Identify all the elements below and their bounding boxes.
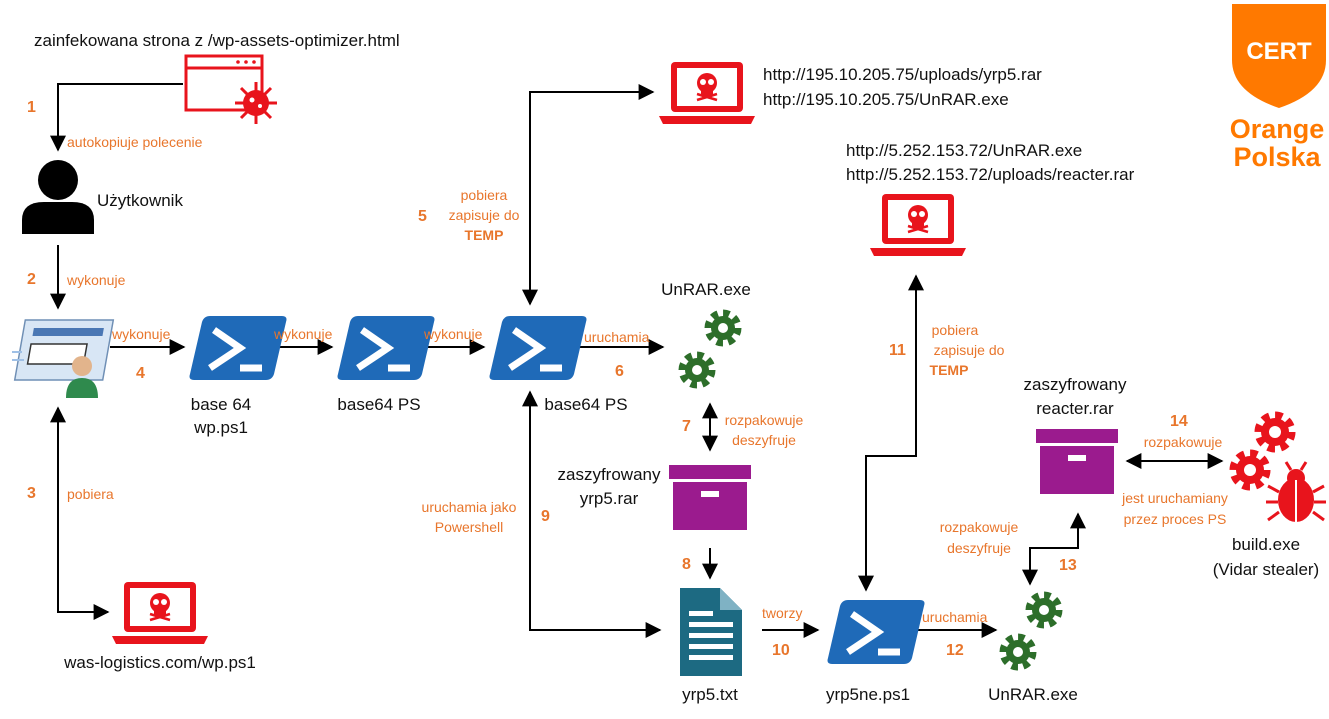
label-zaszyfrowany-2: zaszyfrowany bbox=[1024, 375, 1127, 394]
malicious-laptop-icon-yrp5 bbox=[657, 60, 757, 126]
label-build-exe: build.exe bbox=[1232, 535, 1300, 554]
archive-box-icon-yrp5 bbox=[669, 465, 751, 530]
action-wykonuje-1: wykonuje bbox=[66, 272, 126, 288]
run-dialog-icon bbox=[12, 319, 115, 398]
label-unrar-bottom: UnRAR.exe bbox=[988, 685, 1078, 704]
arrow-download-wp bbox=[50, 406, 110, 620]
label-yrp5-rar: yrp5.rar bbox=[580, 489, 639, 508]
step-numbers: 1 2 3 4 5 6 7 8 9 10 11 12 13 14 bbox=[27, 99, 1188, 659]
malicious-laptop-icon-wp bbox=[110, 580, 210, 646]
step-13: 13 bbox=[1059, 557, 1077, 574]
label-yrp5ne: yrp5ne.ps1 bbox=[826, 685, 910, 704]
cert-badge-text: CERT bbox=[1246, 38, 1312, 65]
label-url-unrar-2: http://5.252.153.72/UnRAR.exe bbox=[846, 141, 1082, 160]
action-tworzy: tworzy bbox=[762, 605, 802, 621]
step-5: 5 bbox=[418, 208, 427, 225]
action-zapisuje-11: zapisuje do bbox=[934, 342, 1005, 358]
malware-bug-icon bbox=[1266, 461, 1326, 522]
label-base64-wp-l1: base 64 bbox=[191, 395, 252, 414]
action-temp-5: TEMP bbox=[465, 227, 504, 243]
label-url-unrar-1: http://195.10.205.75/UnRAR.exe bbox=[763, 90, 1009, 109]
step-7: 7 bbox=[682, 418, 691, 435]
action-wykonuje-4: wykonuje bbox=[423, 326, 483, 342]
action-uruchamia-6: uruchamia bbox=[584, 329, 650, 345]
label-url-yrp5-rar: http://195.10.205.75/uploads/yrp5.rar bbox=[763, 65, 1042, 84]
action-pobiera-11: pobiera bbox=[932, 322, 979, 338]
step-3: 3 bbox=[27, 485, 36, 502]
step-6: 6 bbox=[615, 363, 624, 380]
powershell-icon-4 bbox=[828, 600, 925, 664]
infected-browser-icon bbox=[184, 54, 277, 124]
label-was-logistics: was-logistics.com/wp.ps1 bbox=[63, 653, 256, 672]
malware-gears-icon bbox=[1234, 416, 1291, 486]
action-labels: autokopiuje polecenie wykonuje pobiera w… bbox=[66, 134, 1228, 625]
label-reacter-rar: reacter.rar bbox=[1036, 399, 1114, 418]
action-jest-uruchamiany: jest uruchamiany bbox=[1121, 490, 1228, 506]
action-rozpakowuje-14: rozpakowuje bbox=[1144, 434, 1223, 450]
action-powershell: Powershell bbox=[435, 519, 503, 535]
arrow-autocopy bbox=[50, 83, 183, 152]
powershell-icon-1 bbox=[190, 316, 287, 380]
action-rozpakowuje-7: rozpakowuje bbox=[725, 412, 804, 428]
action-pobiera-1: pobiera bbox=[67, 486, 114, 502]
cert-orange-logo: CERT Orange Polska bbox=[1230, 4, 1326, 172]
arrow-run-as-powershell bbox=[522, 390, 662, 638]
action-deszyfruje-7: deszyfruje bbox=[732, 432, 796, 448]
step-8: 8 bbox=[682, 556, 691, 573]
label-zaszyfrowany-1: zaszyfrowany bbox=[558, 465, 661, 484]
brand-line1: Orange bbox=[1230, 114, 1325, 144]
action-wykonuje-2: wykonuje bbox=[111, 326, 171, 342]
step-9: 9 bbox=[541, 508, 550, 525]
archive-box-icon-reacter bbox=[1036, 429, 1118, 494]
text-document-icon bbox=[680, 588, 742, 676]
arrow-unpack-reacter bbox=[1022, 512, 1086, 586]
arrow-download-reacter bbox=[858, 274, 924, 592]
label-yrp5-txt: yrp5.txt bbox=[682, 685, 738, 704]
label-user: Użytkownik bbox=[97, 191, 183, 210]
powershell-icon-2 bbox=[338, 316, 435, 380]
malicious-laptop-icon-reacter bbox=[868, 192, 968, 258]
action-autokopiuje: autokopiuje polecenie bbox=[67, 134, 203, 150]
label-url-reacter: http://5.252.153.72/uploads/reacter.rar bbox=[846, 165, 1135, 184]
step-12: 12 bbox=[946, 642, 964, 659]
node-labels: zainfekowana strona z /wp-assets-optimiz… bbox=[34, 31, 1319, 704]
user-silhouette-icon bbox=[22, 160, 94, 234]
label-base64ps-1: base64 PS bbox=[337, 395, 420, 414]
label-unrar-top: UnRAR.exe bbox=[661, 280, 751, 299]
step-4: 4 bbox=[136, 365, 145, 382]
arrow-download-yrp5 bbox=[522, 84, 655, 306]
action-pobiera-5: pobiera bbox=[461, 187, 508, 203]
action-deszyfruje-13: deszyfruje bbox=[947, 540, 1011, 556]
step-2: 2 bbox=[27, 271, 36, 288]
action-uruchamia-jako: uruchamia jako bbox=[422, 499, 517, 515]
label-vidar: (Vidar stealer) bbox=[1213, 560, 1319, 579]
gears-icon-bottom bbox=[1004, 596, 1058, 666]
step-11: 11 bbox=[889, 342, 906, 359]
action-zapisuje-5: zapisuje do bbox=[449, 207, 520, 223]
action-przez-proces: przez proces PS bbox=[1124, 511, 1227, 527]
step-10: 10 bbox=[772, 642, 790, 659]
action-wykonuje-3: wykonuje bbox=[273, 326, 333, 342]
powershell-icon-3 bbox=[490, 316, 587, 380]
step-1: 1 bbox=[27, 99, 36, 116]
label-base64-wp-l2: wp.ps1 bbox=[193, 418, 248, 437]
label-infected-site: zainfekowana strona z /wp-assets-optimiz… bbox=[34, 31, 400, 50]
action-uruchamia-12: uruchamia bbox=[922, 609, 988, 625]
action-rozpakowuje-13: rozpakowuje bbox=[940, 519, 1019, 535]
step-14: 14 bbox=[1170, 413, 1188, 430]
action-temp-11: TEMP bbox=[930, 362, 969, 378]
brand-line2: Polska bbox=[1233, 142, 1321, 172]
connectors bbox=[50, 83, 1224, 638]
label-base64ps-2: base64 PS bbox=[544, 395, 627, 414]
gears-icon-top bbox=[683, 314, 737, 384]
